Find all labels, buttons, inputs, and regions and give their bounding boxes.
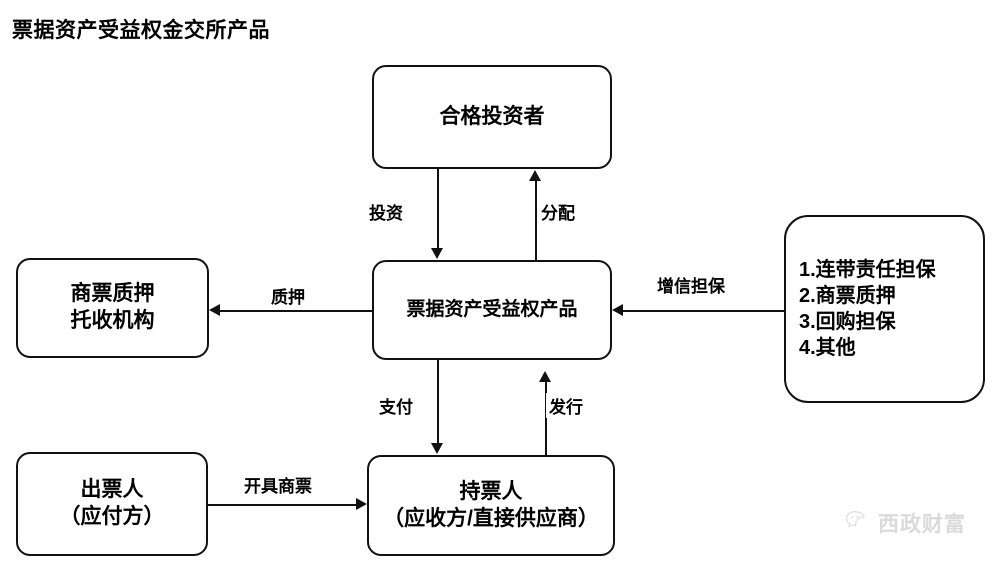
edge-label-payment: 支付 [376,393,416,418]
edge-line-pledge [220,310,372,312]
node-bill-holder: 持票人 （应收方/直接供应商） [367,455,615,556]
arrowhead-draw-bill [356,497,367,510]
arrowhead-invest [430,248,443,259]
node-label-line: （应收方/直接供应商） [383,506,599,530]
edge-label-credit-enhancement: 增信担保 [654,272,728,297]
node-credit-enhancement-measures: 1.连带责任担保 2.商票质押 3.回购担保 4.其他 [784,215,985,403]
page-title: 票据资产受益权金交所产品 [12,19,270,42]
node-label-line: 1.连带责任担保 [799,259,936,281]
edge-line-invest [437,169,439,249]
wechat-icon [845,509,871,538]
node-label-line: 出票人 [80,478,144,502]
node-bill-drawer: 出票人 （应付方） [16,452,208,556]
node-bill-pledge-custody-institution: 商票质押 托收机构 [16,258,209,358]
edge-line-distribute [535,181,537,260]
edge-line-payment [437,360,439,444]
arrowhead-credit-enhancement [612,303,623,316]
node-label-line: 3.回购担保 [799,311,896,333]
node-label-line: 4.其他 [799,337,856,359]
node-label-line: 合格投资者 [439,104,545,128]
edge-line-draw-bill [208,504,356,506]
node-label-line: 持票人 [459,479,523,503]
edge-label-invest: 投资 [366,199,406,224]
node-label-line: 商票质押 [70,282,155,306]
edge-label-pledge: 质押 [268,283,308,308]
node-qualified-investor: 合格投资者 [372,65,612,169]
watermark: 西政财富 [845,508,966,538]
node-label-line: （应付方） [59,505,165,528]
node-label-line: 托收机构 [70,309,155,332]
edge-line-issue [545,382,547,455]
edge-label-issue: 发行 [546,393,586,418]
edge-label-distribute: 分配 [538,199,578,224]
arrowhead-distribute [528,170,541,181]
edge-label-draw-bill: 开具商票 [241,472,315,497]
node-label-line: 2.商票质押 [799,285,896,307]
watermark-text: 西政财富 [878,513,966,536]
arrowhead-payment [430,443,443,454]
node-label-line: 票据资产受益权产品 [406,298,578,320]
arrowhead-issue [538,371,551,382]
node-bill-asset-beneficial-right-product: 票据资产受益权产品 [372,260,612,360]
arrowhead-pledge [209,303,220,316]
edge-line-credit-enhancement [623,310,784,312]
